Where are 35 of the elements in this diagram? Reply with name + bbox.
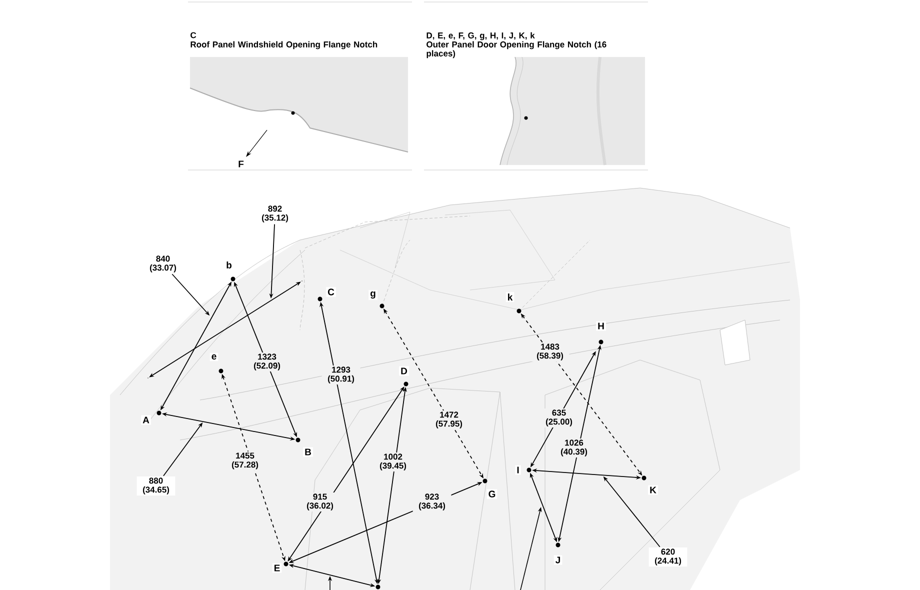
reference-point (376, 584, 380, 590)
edge-label: 915 (36.02) (306, 494, 334, 510)
measuring-point: e (210, 352, 224, 374)
node-label: D, E, e, F, G, g, H, I, J, K, k (426, 32, 535, 40)
measuring-point: k (506, 292, 522, 314)
edge-label: 1002 (39.45) (380, 454, 406, 470)
edge-label: 923 (36.34) (418, 494, 446, 510)
measuring-point: J (554, 542, 562, 565)
dimension-label: 880 (34.65) (136, 476, 176, 496)
measuring-point: E (272, 562, 288, 573)
measuring-point: D (399, 366, 409, 386)
node-label: Outer Panel Door Opening Flange Notch (16 places) (426, 41, 606, 58)
dimension-label: 840 (33.07) (144, 254, 182, 274)
inset-panel: D, E, e, F, G, g, H, I, J, K, k Outer Panel Door Opening Flange Notch (16 places) (424, 2, 648, 170)
dimension-label: 620 (24.41) (648, 547, 688, 567)
node-label: b (226, 262, 232, 268)
measuring-point: G (482, 478, 498, 499)
edge-label: 1483 (58.39) (536, 344, 564, 360)
measuring-point: I (515, 465, 532, 475)
edge-label: 1293 (50.91) (328, 366, 354, 384)
measuring-point: A (141, 410, 162, 425)
edge-label: 1472 (57.95) (436, 412, 462, 428)
edge-label: 635 (25.00) (546, 410, 572, 426)
measuring-point: b (224, 260, 236, 282)
edge-label: 1455 (57.28) (232, 452, 258, 470)
node-label: C (190, 32, 196, 38)
measuring-point: H (596, 321, 606, 344)
measuring-point: B (296, 438, 313, 457)
dimension-label: 892 (35.12) (256, 204, 294, 224)
measuring-point: C (318, 287, 336, 302)
measuring-point: K (642, 476, 658, 495)
edge-label: 1026 (40.39) (560, 440, 588, 456)
measuring-point: g (368, 290, 384, 308)
edge-label: 1323 (52.09) (254, 354, 280, 370)
node-label: Roof Panel Windshield Opening Flange Notch (190, 41, 378, 50)
